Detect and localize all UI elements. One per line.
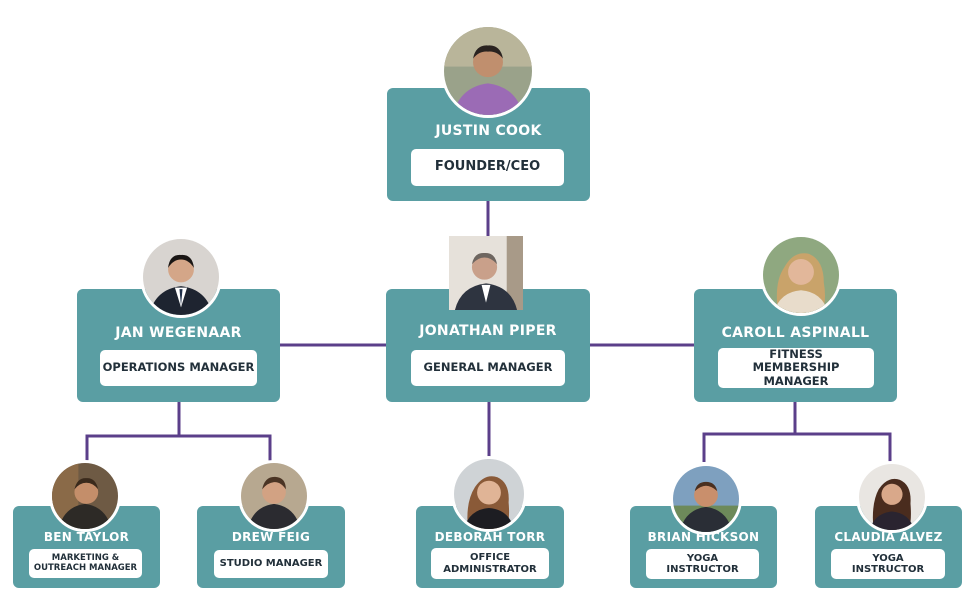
avatar-brian-hickson	[670, 463, 742, 535]
title-jan-wegenaar: OPERATIONS MANAGER	[100, 350, 257, 386]
title-brian-hickson: YOGA INSTRUCTOR	[646, 549, 759, 579]
title-jonathan-piper: GENERAL MANAGER	[411, 350, 565, 386]
connector-jan-reports	[85, 434, 272, 462]
person-photo-icon	[444, 27, 532, 115]
title-drew-feig: STUDIO MANAGER	[214, 550, 328, 578]
avatar-jonathan-piper	[449, 236, 523, 310]
avatar-caroll-aspinall	[760, 234, 842, 316]
name-brian-hickson: BRIAN HICKSON	[647, 530, 760, 544]
name-jonathan-piper: JONATHAN PIPER	[419, 323, 557, 339]
person-photo-icon	[52, 463, 118, 529]
name-jan-wegenaar: JAN WEGENAAR	[115, 325, 242, 341]
title-deborah-torr: OFFICE ADMINISTRATOR	[431, 548, 549, 579]
person-photo-icon	[143, 239, 219, 315]
title-claudia-alvez: YOGA INSTRUCTOR	[831, 549, 945, 579]
connector-caroll-reports	[702, 432, 892, 462]
avatar-drew-feig	[238, 460, 310, 532]
avatar-claudia-alvez	[856, 461, 928, 533]
name-caroll-aspinall: CAROLL ASPINALL	[721, 325, 870, 341]
name-claudia-alvez: CLAUDIA ALVEZ	[834, 530, 943, 544]
avatar-deborah-torr	[451, 456, 527, 532]
avatar-justin-cook	[441, 24, 535, 118]
person-photo-icon	[454, 459, 524, 529]
person-photo-icon	[763, 237, 839, 313]
title-ben-taylor: MARKETING & OUTREACH MANAGER	[29, 549, 142, 578]
person-photo-icon	[859, 464, 925, 530]
avatar-ben-taylor	[49, 460, 121, 532]
person-photo-icon	[241, 463, 307, 529]
name-deborah-torr: DEBORAH TORR	[434, 530, 546, 544]
name-ben-taylor: BEN TAYLOR	[43, 530, 130, 544]
avatar-jan-wegenaar	[140, 236, 222, 318]
title-caroll-aspinall: FITNESS MEMBERSHIP MANAGER	[718, 348, 874, 388]
title-justin-cook: FOUNDER/CEO	[411, 149, 564, 186]
name-drew-feig: DREW FEIG	[231, 530, 311, 544]
name-justin-cook: JUSTIN COOK	[435, 123, 542, 139]
person-photo-icon	[449, 236, 523, 310]
person-photo-icon	[673, 466, 739, 532]
